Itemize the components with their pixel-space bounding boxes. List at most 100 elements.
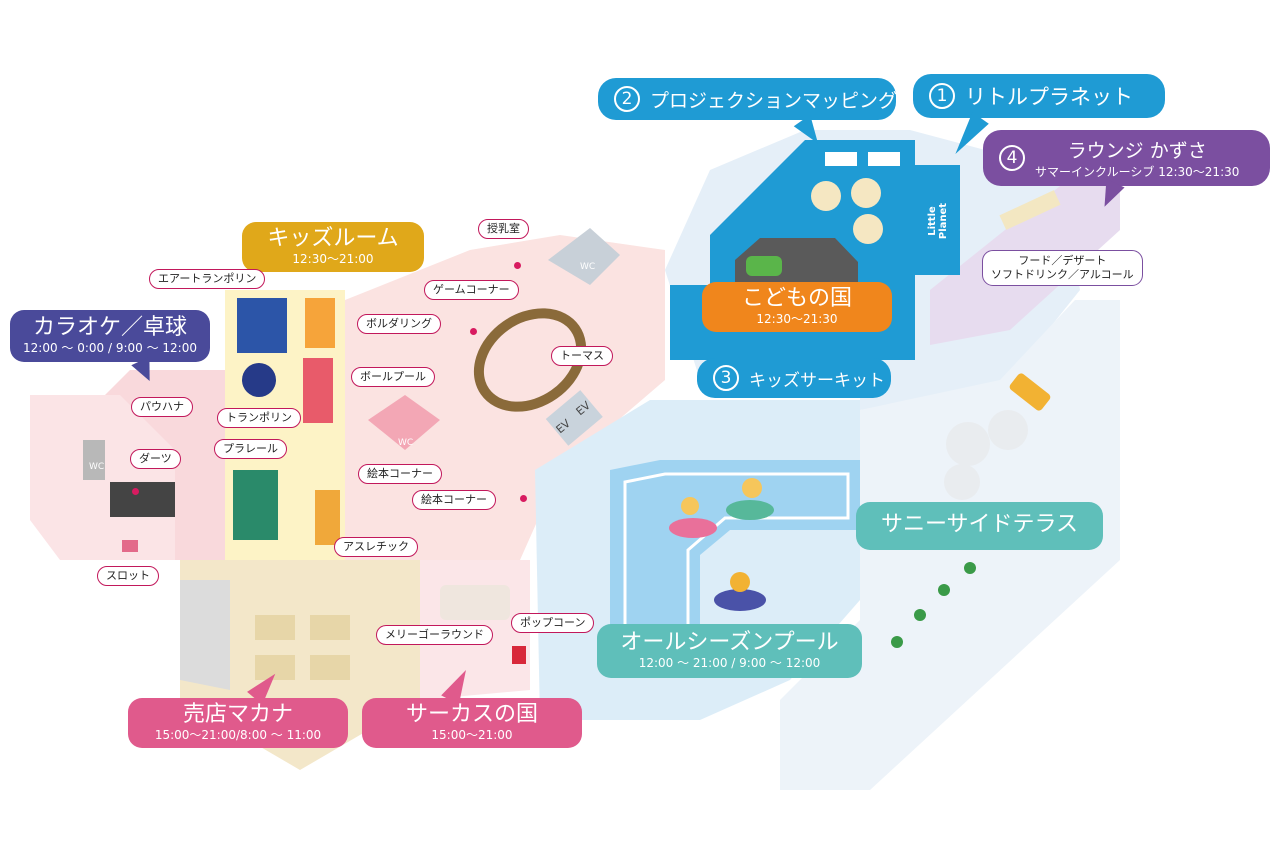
lounge-callout[interactable]: 4 ラウンジ かずさ サマーインクルーシブ 12:30～21:30 [983,130,1270,186]
kids-room-hours: 12:30～21:00 [292,252,374,266]
dome-1 [811,181,841,211]
athletic-set [315,490,340,545]
tag-picture-book-corner-2[interactable]: 絵本コーナー [412,490,496,510]
darts-table [110,482,175,517]
tag-air-trampoline[interactable]: エアートランポリン [149,269,266,289]
lounge-hours: サマーインクルーシブ 12:30～21:30 [1035,165,1240,179]
lounge-text: ラウンジ かずさ サマーインクルーシブ 12:30～21:30 [1035,136,1239,180]
tag-slot[interactable]: スロット [97,566,159,586]
popcorn-cart [512,646,526,664]
shop-title: 売店マカナ [182,702,293,727]
air-trampoline [237,298,287,353]
tag-bouldering[interactable]: ボルダリング [357,314,441,334]
shop-shelf-3 [255,655,295,680]
game-corner-pin [470,328,477,335]
circus-hours: 15:00～21:00 [431,728,513,742]
little-planet-callout[interactable]: 1 リトルプラネット [913,74,1165,118]
toy-car [746,256,782,276]
projection-mapping-callout[interactable]: 2 プロジェクションマッピング [598,78,898,120]
kids-circuit-number: 3 [713,365,739,391]
karaoke-hours: 12:00 ～ 0:00 / 9:00 ～ 12:00 [23,341,197,355]
parasol-3 [944,464,980,500]
kids-room-title: キッズルーム [267,226,399,251]
tag-merry-go-round[interactable]: メリーゴーラウンド [376,625,493,645]
tag-ball-pool[interactable]: ボールプール [351,367,435,387]
karaoke-callout[interactable]: カラオケ／卓球 12:00 ～ 0:00 / 9:00 ～ 12:00 [10,310,210,362]
shop-shelf-1 [255,615,295,640]
wc-label-1: WC [89,462,105,472]
tag-popcorn[interactable]: ポップコーン [511,613,595,633]
train-track [473,308,587,412]
little-planet-title: リトルプラネット [965,85,1133,109]
little-planet-logo: Little Planet [927,202,949,240]
wc-block-2 [368,395,440,450]
bench [1009,373,1051,411]
pool-title: オールシーズンプール [620,630,839,655]
lounge-number: 4 [999,145,1025,171]
karaoke-title: カラオケ／卓球 [32,315,187,340]
slot-machine [122,540,138,552]
tag-darts[interactable]: ダーツ [130,449,181,469]
parasol-2 [988,410,1028,450]
screen-1 [825,152,857,166]
tag-trampoline[interactable]: トランポリン [217,408,301,428]
wc-block-1 [83,440,105,480]
sunny-side-terrace-title: サニーサイドテラス [880,512,1079,537]
swim-ring-1 [669,518,717,538]
tag-thomas[interactable]: トーマス [551,346,613,366]
darts-pin [132,488,139,495]
tag-pauhana[interactable]: パウハナ [131,397,193,417]
dome-2 [851,178,881,208]
parasol-1 [946,422,990,466]
tag-picture-book-corner-1[interactable]: 絵本コーナー [358,464,442,484]
circus-title: サーカスの国 [405,702,538,727]
shop-shelf-2 [310,615,350,640]
plant-3 [914,609,926,621]
screen-2 [868,152,900,166]
wc-label-3: WC [580,262,596,272]
bouldering-wall [305,298,335,348]
swim-ring-2 [726,500,774,520]
circus-callout[interactable]: サーカスの国 15:00～21:00 [362,698,582,748]
tag-plarail[interactable]: プラレール [214,439,287,459]
tag-athletic[interactable]: アスレチック [334,537,418,557]
merry-go-round-base [440,585,510,620]
shop-callout[interactable]: 売店マカナ 15:00～21:00/8:00 ～ 11:00 [128,698,348,748]
kodomo-hours: 12:30～21:30 [756,312,838,326]
picture-book-pin [520,495,527,502]
nursing-room-pin [514,262,521,269]
shop-hours: 15:00～21:00/8:00 ～ 11:00 [154,728,322,742]
swim-ring-3 [714,589,766,611]
sunny-side-terrace-callout[interactable]: サニーサイドテラス [856,502,1103,550]
plant-1 [964,562,976,574]
kids-room-callout[interactable]: キッズルーム 12:30～21:00 [242,222,424,272]
projection-title: プロジェクションマッピング [650,89,898,112]
dome-3 [853,214,883,244]
swimmer-1 [681,497,699,515]
pool-callout[interactable]: オールシーズンプール 12:00 ～ 21:00 / 9:00 ～ 12:00 [597,624,862,678]
plant-4 [891,636,903,648]
ball-pool [303,358,333,423]
tag-nursing-room[interactable]: 授乳室 [478,219,529,239]
wc-label-2: WC [398,438,414,448]
kids-circuit-title: キッズサーキット [749,370,885,391]
kodomo-title: こどもの国 [741,286,852,311]
lounge-counter [999,190,1061,230]
tag-game-corner[interactable]: ゲームコーナー [424,280,519,300]
corridor-floor [180,580,230,690]
little-planet-number: 1 [929,83,955,109]
tag-food-drink[interactable]: フード／デザート ソフトドリンク／アルコール [982,250,1143,286]
kodomo-callout[interactable]: こどもの国 12:30～21:30 [702,282,892,332]
wc-block-3 [548,228,620,285]
swimmer-3 [730,572,750,592]
projection-number: 2 [614,86,640,112]
pool-hours: 12:00 ～ 21:00 / 9:00 ～ 12:00 [638,656,821,670]
trampoline-pad [242,363,276,397]
plant-2 [938,584,950,596]
lounge-title: ラウンジ かずさ [1067,140,1207,162]
plarail-table [233,470,278,540]
ev-block [545,390,603,446]
shop-shelf-4 [310,655,350,680]
kids-circuit-callout[interactable]: 3 キッズサーキット [697,358,891,398]
